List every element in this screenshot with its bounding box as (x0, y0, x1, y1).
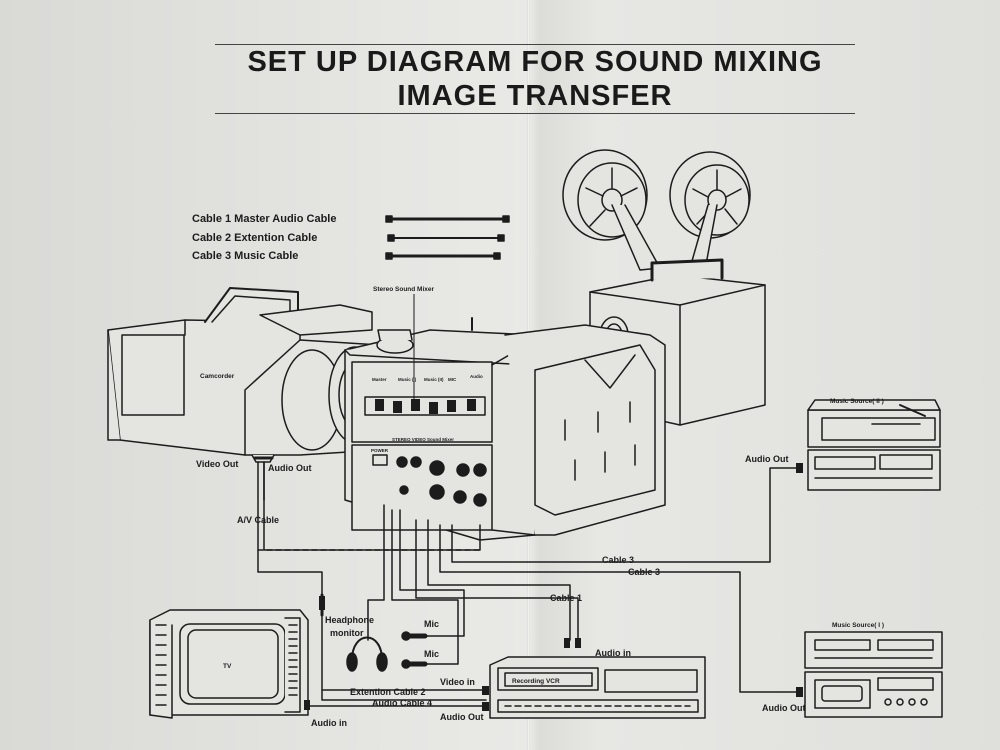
microphone-2 (401, 659, 428, 669)
microphone-1 (401, 631, 428, 641)
label-music-source-2: Music Source( II ) (830, 398, 884, 405)
title-line-2: IMAGE TRANSFER (397, 80, 673, 112)
stereo-sound-mixer (344, 317, 666, 541)
label-cable-1: Cable 1 (550, 593, 582, 603)
legend-cable-2 (387, 234, 505, 242)
mixer-knobs (372, 454, 487, 507)
recording-vcr (489, 656, 706, 719)
label-music-source-1-audio-out: Audio Out (762, 703, 806, 713)
mixer-label-music-1: Music (I) (398, 377, 417, 382)
mixer-label-music-2: Music (II) (424, 377, 444, 382)
label-cable-3-lower: Cable 3 (628, 567, 660, 577)
title-rule-bottom (215, 113, 855, 114)
label-mic-1: Mic (424, 619, 439, 629)
label-monitor: monitor (330, 628, 364, 638)
legend-label-cable-3: Cable 3 Music Cable (192, 250, 298, 262)
label-camcorder-audio-out: Audio Out (268, 463, 312, 473)
mixer-label-brand: STEREO VIDEO Sound Mixer (392, 437, 454, 442)
label-music-source-1: Music Source( I ) (832, 622, 884, 629)
label-tv-audio-in: Audio in (311, 718, 347, 728)
camcorder (107, 287, 382, 463)
mixer-label-master: Master (372, 377, 387, 382)
label-extention-cable-2: Extention Cable 2 (350, 687, 426, 697)
legend-label-cable-2: Cable 2 Extention Cable (192, 232, 317, 244)
mixer-label-mic: MIC (448, 377, 457, 382)
label-av-cable: A/V Cable (237, 515, 279, 525)
label-tv: TV (223, 663, 232, 670)
label-video-out: Video Out (196, 459, 238, 469)
label-stereo-sound-mixer: Stereo Sound Mixer (373, 286, 435, 293)
label-audio-cable-4: Audio Cable 4 (372, 698, 432, 708)
label-vcr-audio-out: Audio Out (440, 712, 484, 722)
label-camcorder: Camcorder (200, 373, 235, 380)
title-rule-top (215, 44, 855, 45)
cable-plugs (304, 463, 803, 711)
label-cable-3-upper: Cable 3 (602, 555, 634, 565)
music-source-1 (804, 631, 943, 718)
cables (257, 461, 801, 707)
label-vcr-video-in: Video in (440, 677, 475, 687)
label-vcr-audio-in: Audio in (595, 648, 631, 658)
legend-label-cable-1: Cable 1 Master Audio Cable (192, 213, 336, 225)
mixer-faders (375, 399, 476, 414)
headphone-monitor (346, 636, 388, 672)
mixer-label-power: POWER (371, 448, 389, 453)
music-source-2 (807, 399, 941, 491)
label-music-source-2-audio-out: Audio Out (745, 454, 789, 464)
label-headphone: Headphone (325, 615, 374, 625)
label-recording-vcr: Recording VCR (512, 678, 560, 685)
tv (149, 609, 309, 719)
label-mic-2: Mic (424, 649, 439, 659)
legend-cable-3 (385, 252, 501, 260)
legend-cable-1 (385, 215, 510, 223)
title-line-1: SET UP DIAGRAM FOR SOUND MIXING (247, 46, 823, 78)
mixer-label-audio: Audio (470, 374, 483, 379)
